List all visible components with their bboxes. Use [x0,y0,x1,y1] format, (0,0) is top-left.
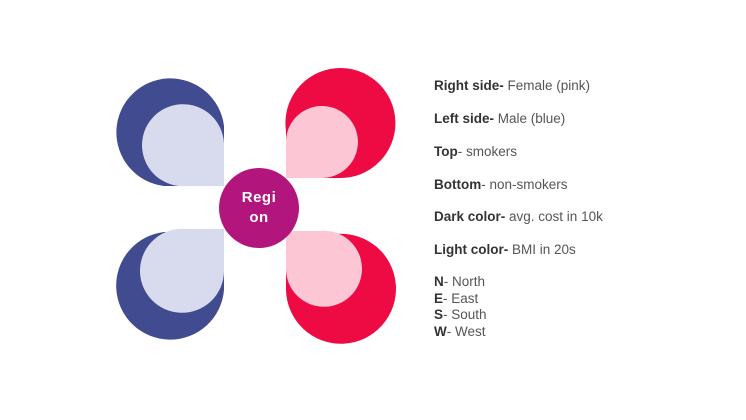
legend-value: BMI in 20s [508,242,576,257]
region-key-west: W- West [434,324,487,341]
region-key-name: - South [443,307,487,322]
petal-female-smokers-light [285,106,358,178]
region-key-north: N- North [434,274,487,291]
region-key-east: E- East [434,291,487,308]
petal-female-nonsmokers-light [286,230,362,307]
legend-item-bottom: Bottom- non-smokers [434,177,568,192]
legend-value: avg. cost in 10k [505,209,603,224]
legend-key: Light color- [434,242,509,257]
legend-key: Left side- [434,111,495,126]
legend-value: Female (pink) [503,78,591,93]
center-label-line1: Regi [241,189,277,206]
region-key-south: S- South [434,307,487,324]
legend-value: - smokers [457,144,518,159]
legend-item-light-color: Light color- BMI in 20s [434,242,576,257]
legend-key: Right side- [434,78,504,93]
legend-key: Dark color- [434,209,506,224]
region-key-name: - West [446,323,486,339]
legend-item-left-side: Left side- Male (blue) [434,111,565,126]
region-key-letter: E [434,290,444,306]
region-key-name: - East [443,290,479,306]
legend-value: Male (blue) [494,111,566,126]
petal-male-smokers-light [142,104,224,187]
region-key-letter: S [434,307,444,322]
legend-item-dark-color: Dark color- avg. cost in 10k [434,209,603,224]
center-label-line2: on [249,209,269,226]
region-key-name: - North [443,274,486,289]
legend-key: Top [434,144,458,159]
region-key-letter: N [434,274,444,289]
center-circle [219,168,299,248]
petal-male-nonsmokers-light [140,228,224,313]
legend-item-right-side: Right side- Female (pink) [434,78,590,93]
legend-key: Bottom [434,177,482,192]
region-key-list: N- North E- East S- South W- West [434,274,487,340]
region-key-letter: W [434,323,447,339]
legend-value: - non-smokers [481,177,568,192]
center-label: Regi on [219,168,299,248]
legend-item-top: Top- smokers [434,144,517,159]
